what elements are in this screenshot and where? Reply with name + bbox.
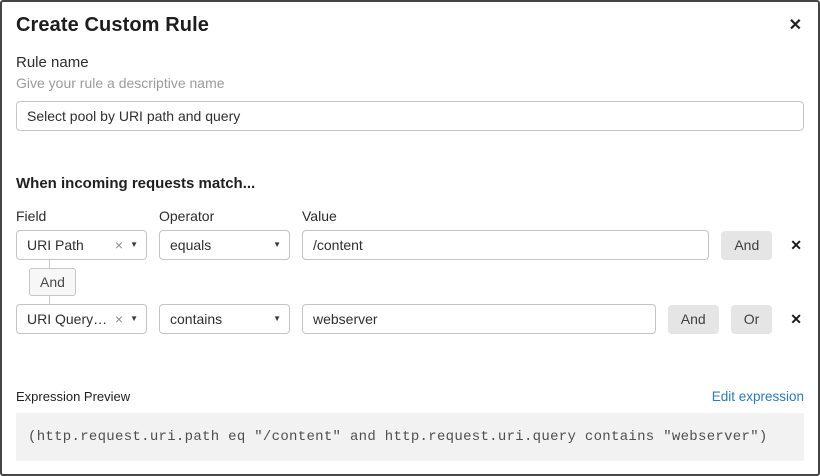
add-and-condition-button[interactable]: And	[667, 304, 719, 334]
clear-selection-icon[interactable]: ×	[114, 237, 124, 253]
remove-row-icon: ✕	[790, 310, 802, 327]
operator-select-value: equals	[170, 237, 212, 253]
remove-condition-button[interactable]: ✕	[788, 311, 804, 328]
operator-select[interactable]: equals ▼	[159, 230, 290, 260]
edit-expression-link[interactable]: Edit expression	[711, 389, 804, 404]
rule-name-helper: Give your rule a descriptive name	[16, 75, 225, 91]
operator-column-header: Operator	[159, 208, 215, 224]
joiner-line	[49, 296, 50, 304]
and-joiner-chip: And	[29, 268, 76, 296]
chevron-down-icon: ▼	[273, 240, 281, 249]
rule-name-input[interactable]	[16, 101, 804, 131]
field-select-value: URI Query St...	[27, 311, 111, 327]
expression-code-preview: (http.request.uri.path eq "/content" and…	[16, 413, 804, 461]
condition-row: URI Query St... × ▼ contains ▼ And Or ✕	[16, 304, 804, 334]
expression-preview-label: Expression Preview	[16, 389, 131, 404]
chevron-down-icon: ▼	[130, 314, 138, 323]
condition-joiner: And	[16, 260, 76, 304]
field-select-value: URI Path	[27, 237, 84, 253]
value-input[interactable]	[302, 304, 656, 334]
match-section-heading: When incoming requests match...	[16, 175, 256, 192]
remove-condition-button[interactable]: ✕	[788, 237, 804, 254]
condition-row: URI Path × ▼ equals ▼ And ✕	[16, 230, 804, 260]
close-icon: ✕	[788, 17, 802, 34]
condition-column-headers: Field Operator Value	[16, 208, 804, 224]
rule-name-label: Rule name	[16, 54, 89, 71]
add-or-condition-button[interactable]: Or	[730, 304, 773, 334]
operator-select-value: contains	[170, 311, 223, 327]
dialog-header: Create Custom Rule ✕	[16, 12, 804, 38]
clear-selection-icon[interactable]: ×	[114, 311, 124, 327]
value-input[interactable]	[302, 230, 710, 260]
chevron-down-icon: ▼	[273, 314, 281, 323]
field-select[interactable]: URI Path × ▼	[16, 230, 147, 260]
add-and-condition-button[interactable]: And	[721, 230, 773, 260]
value-column-header: Value	[302, 208, 337, 224]
page-title: Create Custom Rule	[16, 14, 209, 36]
field-select[interactable]: URI Query St... × ▼	[16, 304, 147, 334]
field-column-header: Field	[16, 208, 47, 224]
close-button[interactable]: ✕	[787, 14, 804, 38]
chevron-down-icon: ▼	[130, 240, 138, 249]
joiner-line	[49, 260, 50, 268]
remove-row-icon: ✕	[790, 236, 802, 253]
expression-preview-header: Expression Preview Edit expression	[16, 389, 804, 404]
operator-select[interactable]: contains ▼	[159, 304, 290, 334]
